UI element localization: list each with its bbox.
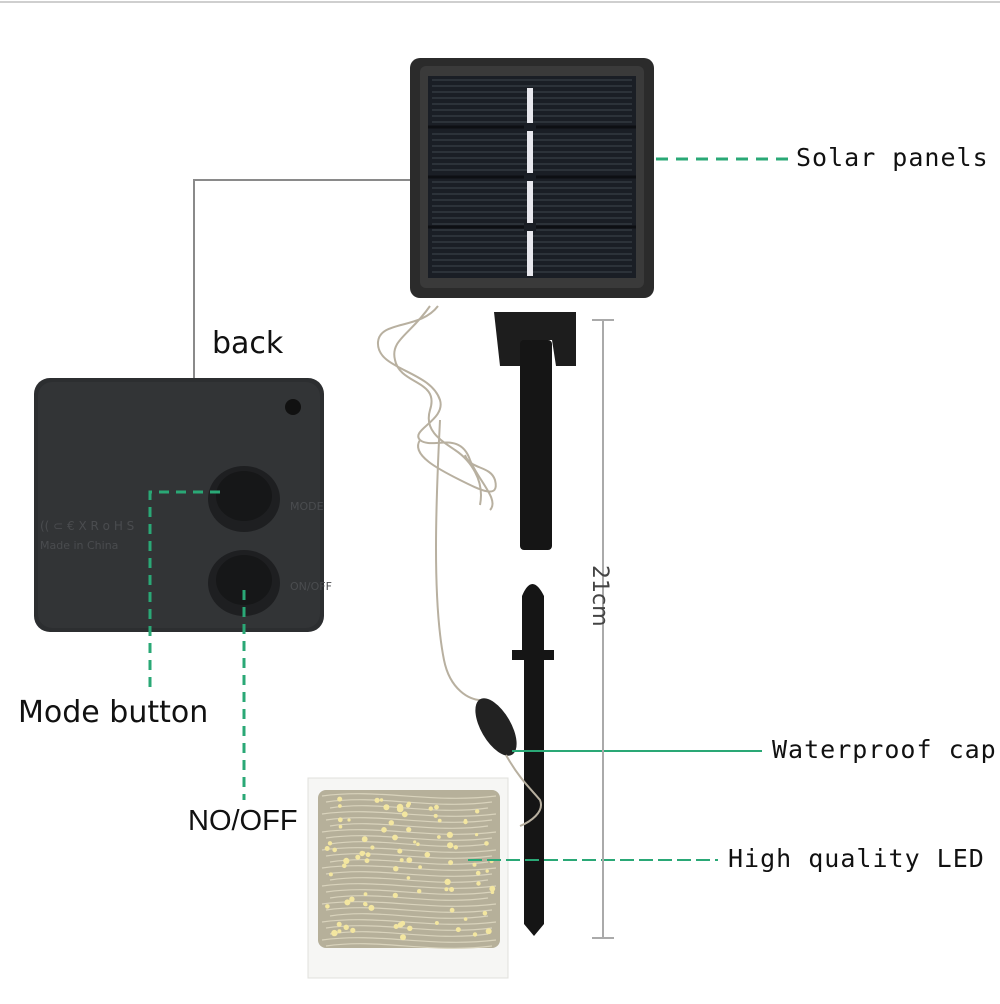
mode-button-label: Mode button	[18, 695, 209, 730]
led-string-coil-icon	[307, 777, 509, 979]
stake-holder-icon	[494, 312, 576, 550]
solar-panels-label: Solar panels	[796, 143, 989, 172]
svg-text:Made in China: Made in China	[40, 539, 118, 552]
waterproof-cap-icon	[475, 698, 517, 756]
battery-box-icon: (( ⊂ € X R o H S Made in China MODE ON/O…	[34, 378, 332, 632]
ground-stake-icon	[512, 584, 554, 936]
back-label: back	[212, 326, 284, 361]
mode-button-icon	[208, 466, 280, 532]
cap-wire	[505, 754, 542, 827]
wire-coil-icon	[376, 305, 497, 701]
svg-text:ON/OFF: ON/OFF	[290, 580, 332, 593]
svg-text:MODE: MODE	[290, 500, 324, 513]
height-dimension	[592, 319, 614, 939]
solar-panel-icon	[410, 58, 654, 298]
svg-text:(( ⊂ € X R o H S: (( ⊂ € X R o H S	[40, 519, 134, 533]
on-off-label: NO/OFF	[188, 805, 298, 837]
waterproof-cap-label: Waterproof cap	[772, 735, 997, 764]
power-button-icon	[208, 550, 280, 616]
mode-leader-line	[148, 490, 220, 690]
height-label: 21cm	[587, 565, 612, 627]
high-quality-led-label: High quality LED	[728, 844, 985, 873]
connection-cable	[193, 179, 410, 380]
